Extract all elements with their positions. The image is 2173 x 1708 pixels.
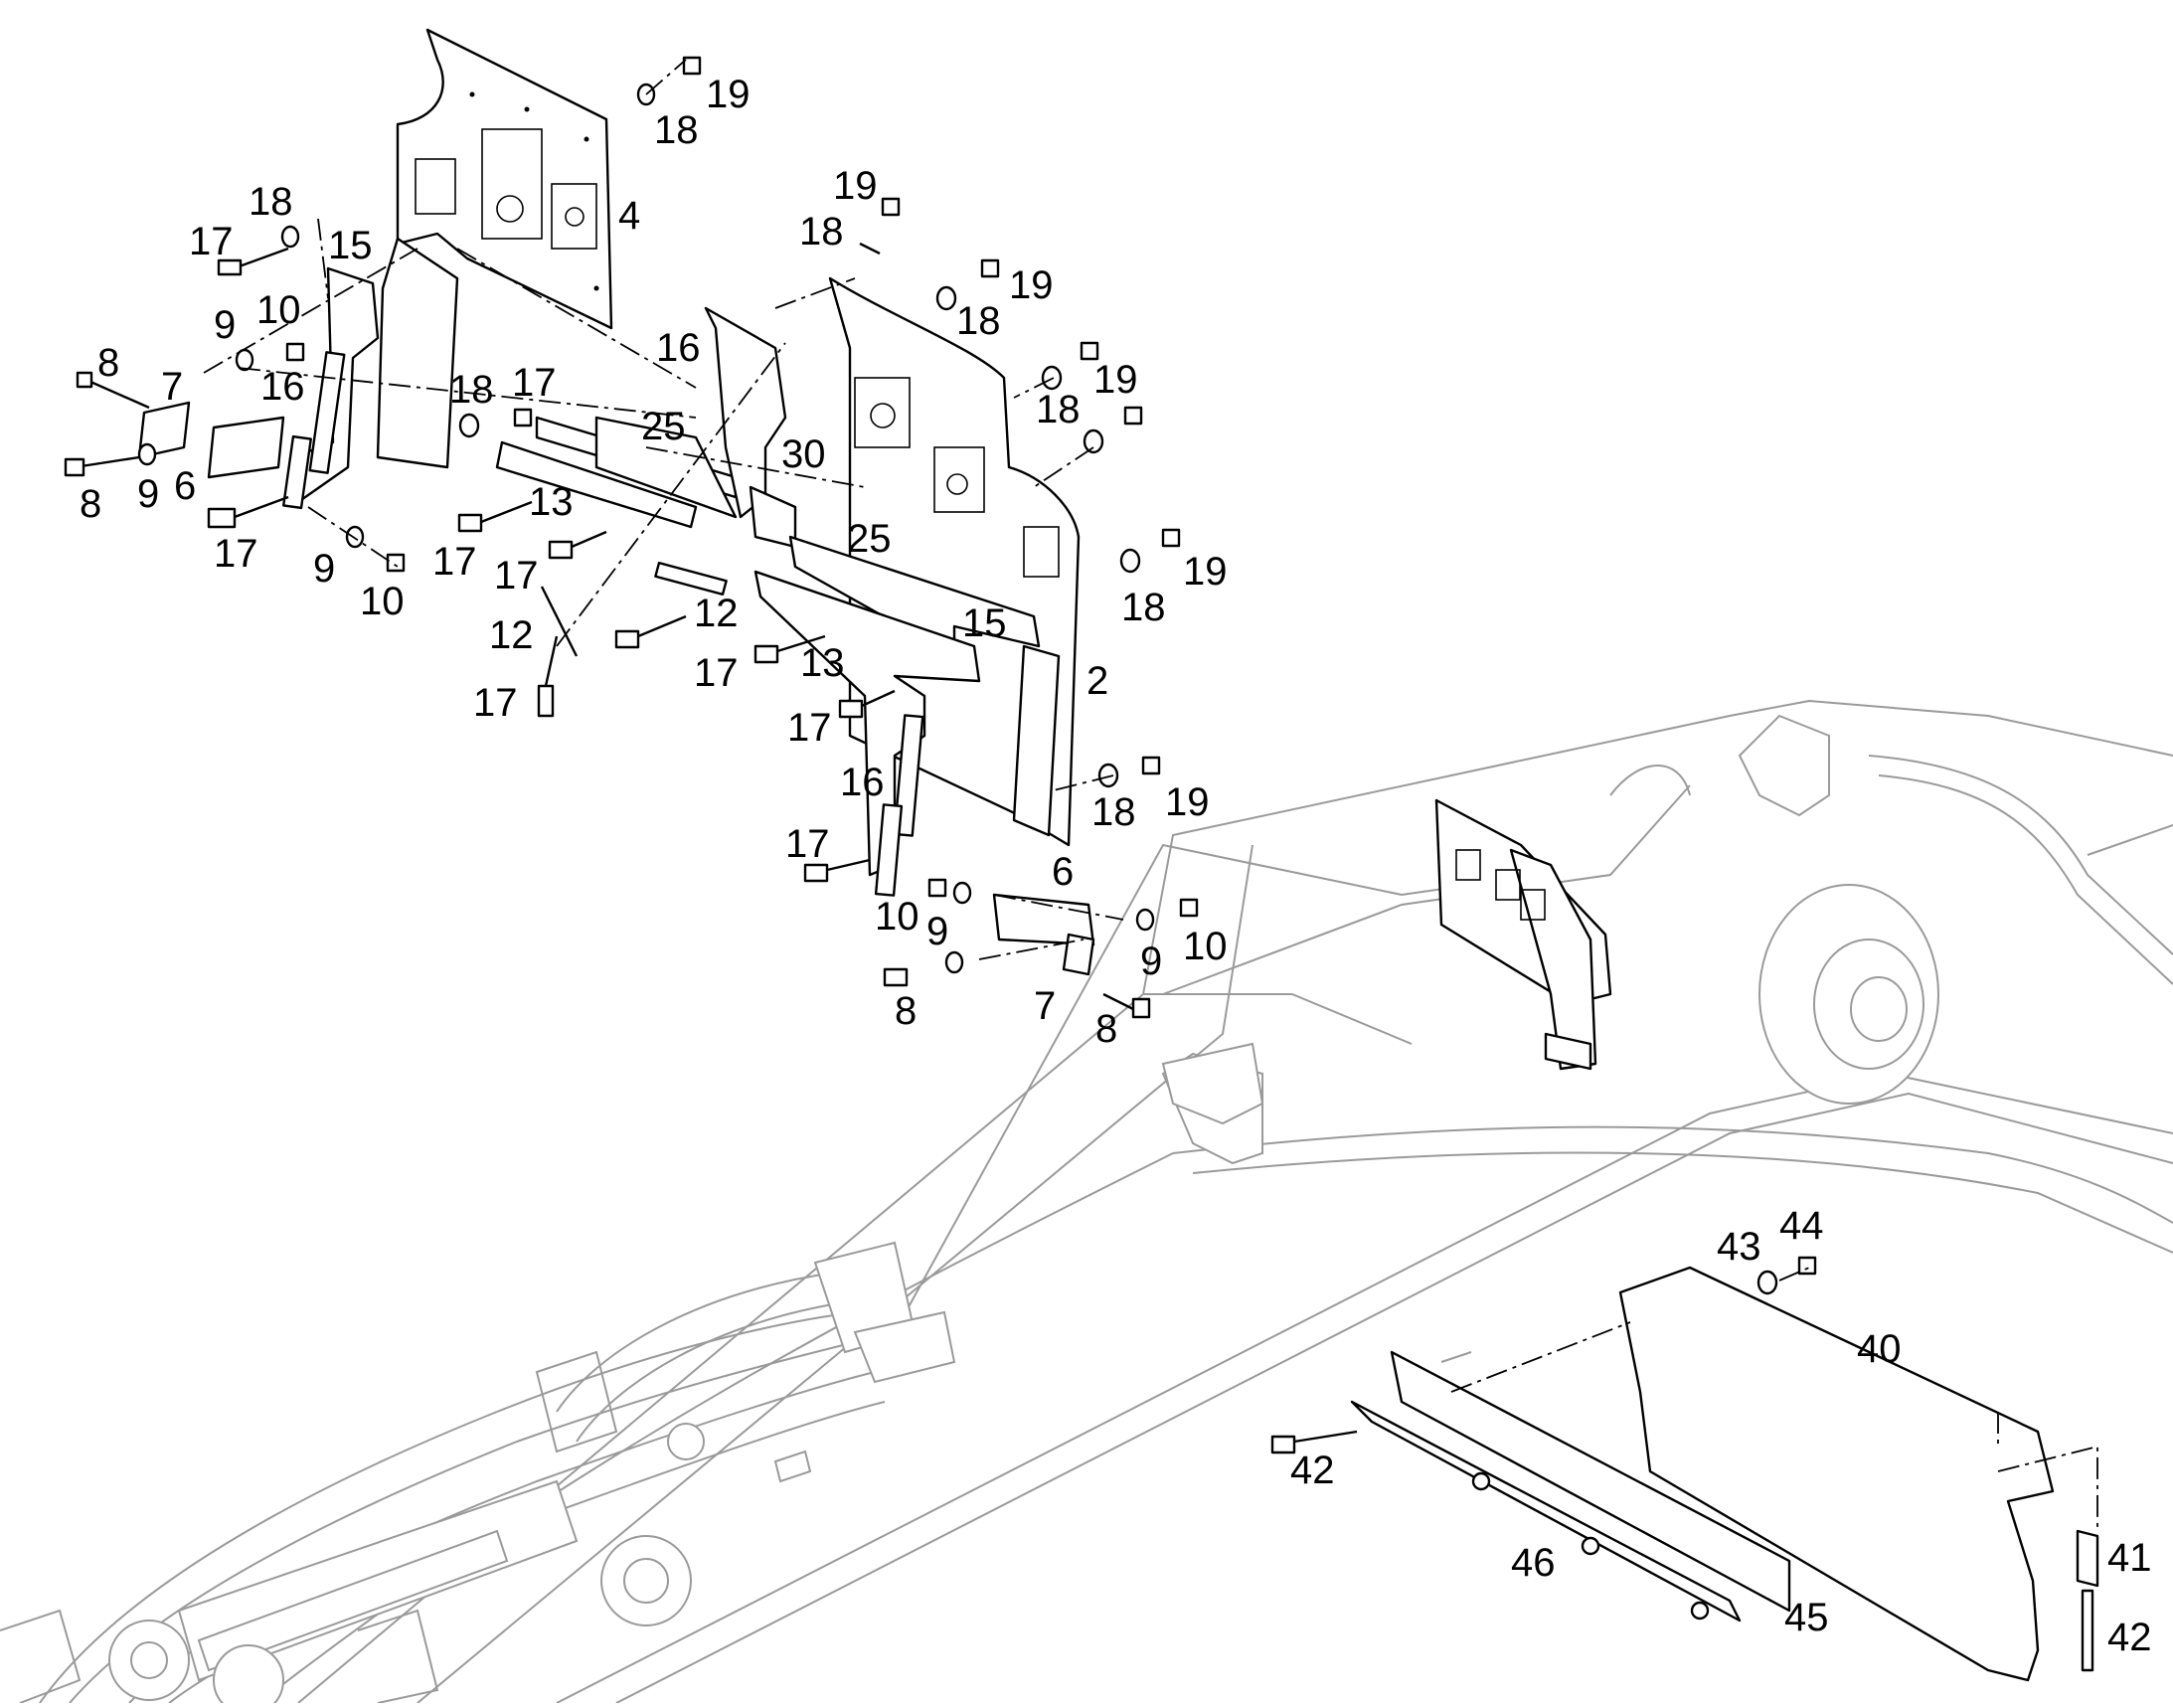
callout-label: 13 (529, 480, 574, 524)
callout-label: 13 (800, 641, 845, 685)
callout-label: 17 (214, 532, 258, 576)
callout-label: 19 (1093, 358, 1138, 402)
callout-label: 15 (328, 224, 373, 267)
callout-label: 19 (1165, 780, 1210, 824)
callout-label: 17 (494, 554, 539, 598)
callout-label: 8 (80, 482, 101, 526)
callout-label: 9 (137, 472, 159, 516)
callout-label: 8 (1095, 1007, 1117, 1051)
right-brackets (753, 535, 1095, 976)
callout-label: 42 (2107, 1616, 2152, 1659)
callout-label: 12 (694, 592, 739, 635)
mounted-plate-assembly (1434, 798, 1612, 1071)
callout-label: 10 (875, 895, 919, 939)
callout-label: 19 (833, 164, 878, 208)
callout-label: 45 (1784, 1596, 1829, 1639)
callout-label: 16 (656, 326, 701, 370)
callout-label: 18 (799, 210, 844, 254)
callout-label: 15 (962, 601, 1007, 645)
callout-label: 18 (1036, 388, 1081, 431)
callout-label: 17 (512, 361, 557, 405)
callout-labels: 19 18 4 18 17 15 10 9 8 16 7 8 9 6 17 9 … (80, 73, 2152, 1659)
callout-label: 16 (260, 365, 305, 409)
callout-label: 7 (1034, 984, 1056, 1028)
callout-label: 41 (2107, 1536, 2152, 1580)
callout-label: 6 (1052, 850, 1074, 894)
callout-label: 16 (840, 761, 885, 804)
callout-label: 19 (706, 73, 751, 116)
callout-label: 46 (1511, 1541, 1556, 1585)
callout-label: 40 (1857, 1327, 1902, 1371)
callout-label: 9 (926, 910, 948, 953)
callout-label: 19 (1183, 550, 1228, 594)
callout-label: 8 (895, 989, 917, 1033)
callout-label: 17 (787, 706, 832, 750)
callout-label: 18 (956, 299, 1001, 343)
left-brackets (137, 237, 797, 657)
hardware (64, 56, 1817, 1454)
callout-label: 9 (1140, 939, 1162, 983)
callout-label: 7 (161, 365, 183, 409)
callout-label: 2 (1086, 659, 1108, 703)
callout-label: 17 (785, 822, 830, 866)
callout-label: 43 (1717, 1225, 1761, 1269)
callout-label: 18 (249, 180, 293, 224)
callout-label: 18 (449, 368, 494, 412)
callout-label: 18 (1121, 586, 1166, 629)
callout-label: 19 (1009, 263, 1054, 307)
callout-label: 25 (847, 517, 892, 561)
callout-label: 17 (432, 540, 477, 584)
callout-label: 42 (1290, 1449, 1335, 1492)
callout-label: 8 (97, 341, 119, 385)
boom-assembly (0, 699, 2173, 1708)
callout-label: 10 (1183, 925, 1228, 968)
callout-label: 18 (654, 108, 699, 152)
callout-label: 25 (641, 405, 686, 448)
callout-label: 17 (189, 220, 234, 263)
callout-label: 4 (618, 194, 640, 238)
callout-label: 17 (694, 651, 739, 695)
callout-label: 44 (1779, 1204, 1824, 1248)
callout-label: 9 (214, 303, 236, 347)
plate-4 (396, 28, 613, 330)
guard-assembly (1350, 1266, 2099, 1682)
callout-label: 10 (256, 288, 301, 332)
callout-label: 12 (489, 613, 534, 657)
callout-label: 9 (313, 547, 335, 591)
callout-label: 18 (1091, 790, 1136, 834)
callout-label: 10 (360, 580, 405, 623)
callout-label: 17 (473, 681, 518, 725)
leader-lines (203, 59, 2098, 1531)
callout-label: 30 (781, 432, 826, 476)
callout-label: 6 (174, 464, 196, 508)
